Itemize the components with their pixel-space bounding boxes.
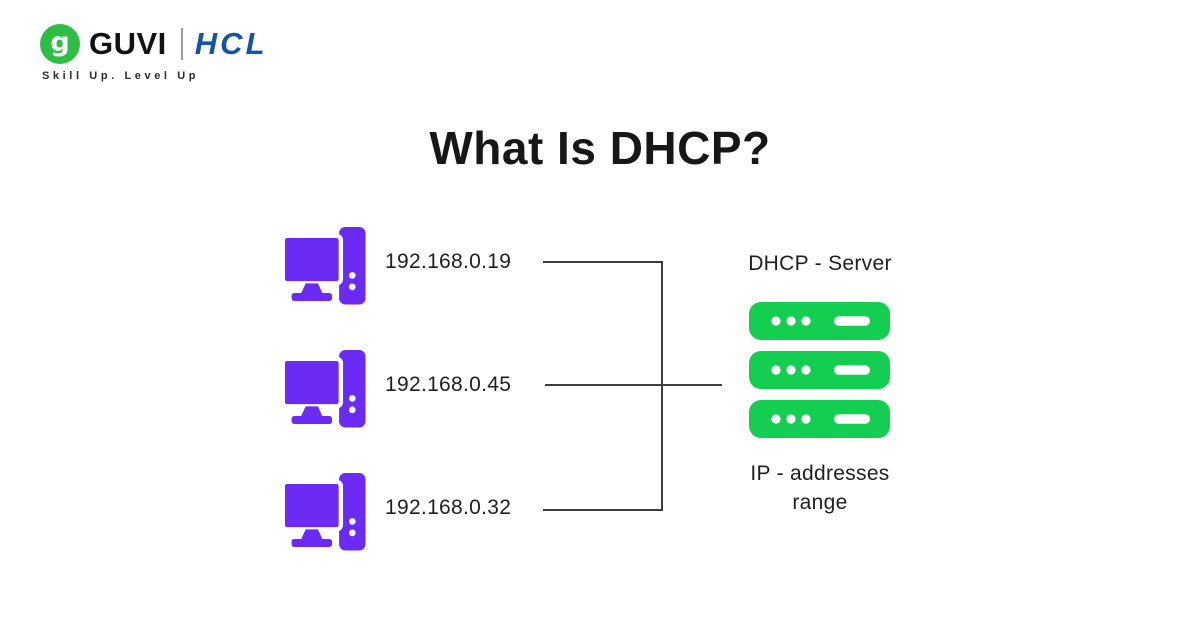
computer-icon <box>281 473 369 554</box>
brand-header: g GUVI HCL Skill Up. Level Up <box>40 24 268 82</box>
server-rack-icon <box>749 400 890 438</box>
server-label: DHCP - Server <box>748 252 892 275</box>
guvi-logo-icon: g <box>40 24 80 64</box>
server-rack-icon <box>749 302 890 340</box>
computer-icon <box>281 227 369 308</box>
server-caption: IP - addresses range <box>710 459 930 517</box>
hcl-wordmark: HCL <box>194 26 268 61</box>
client-ip-label: 192.168.0.32 <box>385 496 512 519</box>
server-rack-icon <box>749 351 890 389</box>
page-title: What Is DHCP? <box>429 122 771 174</box>
server-caption-line1: IP - addresses <box>750 462 890 485</box>
dhcp-server-icon <box>749 302 890 438</box>
guvi-wordmark: GUVI <box>89 26 167 61</box>
client-ip-label: 192.168.0.45 <box>385 373 512 396</box>
brand-tagline: Skill Up. Level Up <box>42 70 200 82</box>
connector-line-middle <box>545 384 722 386</box>
computer-icon <box>281 350 369 431</box>
client-ip-label: 192.168.0.19 <box>385 250 512 273</box>
connector-line-top <box>543 261 663 263</box>
logo-divider <box>180 28 183 60</box>
connector-line-bottom <box>543 509 663 511</box>
server-caption-line2: range <box>792 491 848 514</box>
connector-line-vertical <box>661 261 663 511</box>
